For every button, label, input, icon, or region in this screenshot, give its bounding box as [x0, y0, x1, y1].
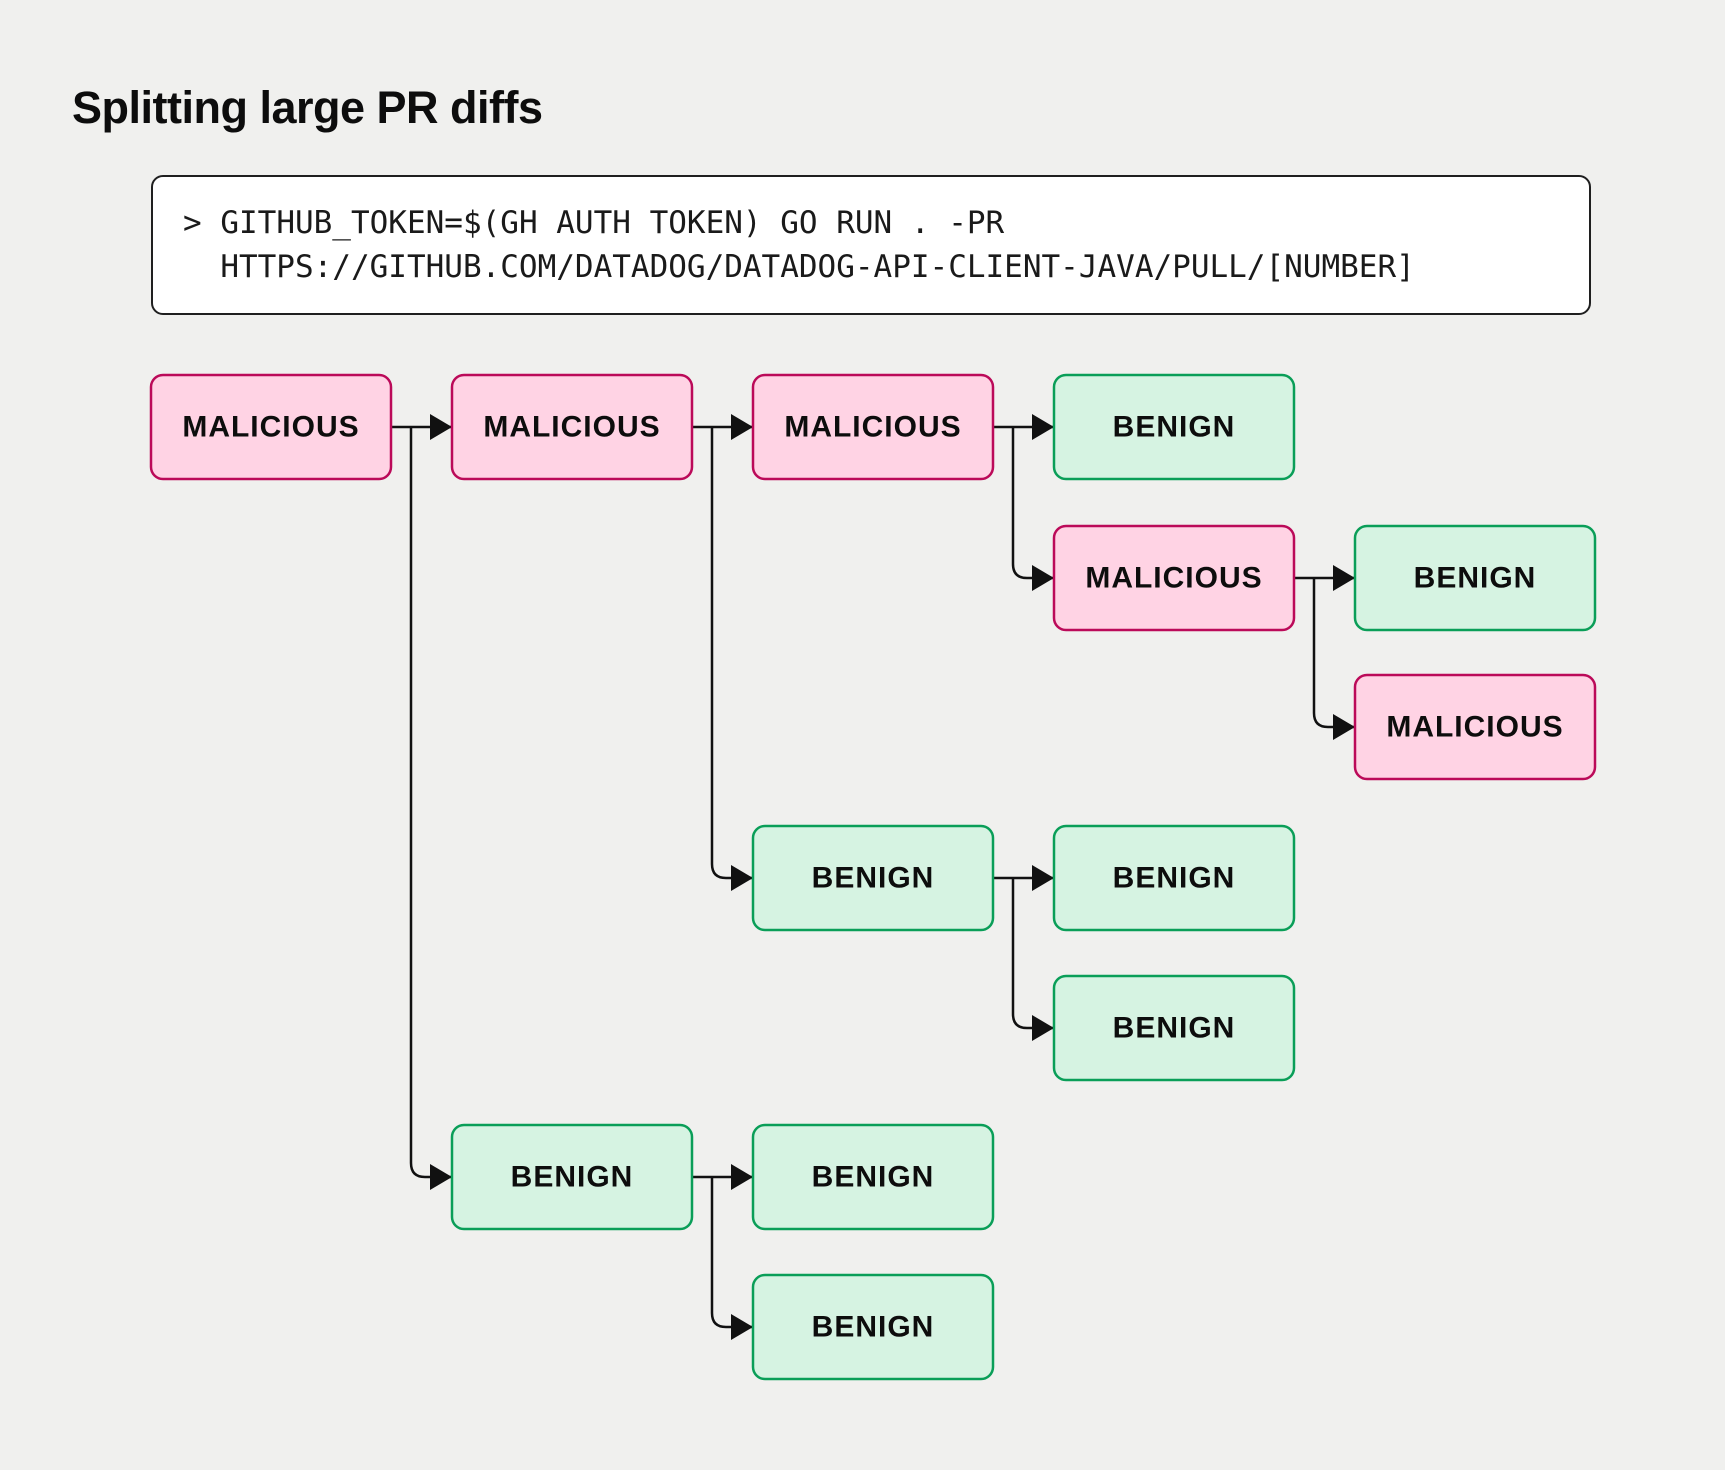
node-label: BENIGN: [812, 1311, 935, 1344]
page-title: Splitting large PR diffs: [72, 82, 543, 133]
node-box: [1353, 673, 1597, 781]
node-label: MALICIOUS: [182, 411, 359, 444]
edge-n3-n5: [1011, 427, 1054, 591]
command-line-1: > GITHUB_TOKEN=$(GH AUTH TOKEN) GO RUN .…: [183, 205, 1005, 241]
node-benign-13: BENIGN: [751, 1273, 995, 1381]
node-label: BENIGN: [1414, 562, 1537, 595]
edge-n8-n10: [1011, 878, 1054, 1041]
command-line-2: HTTPS://GITHUB.COM/DATADOG/DATADOG-API-C…: [220, 249, 1415, 285]
edge-n2-n8: [710, 427, 753, 891]
node-label: BENIGN: [1113, 862, 1236, 895]
node-label: BENIGN: [812, 1161, 935, 1194]
node-label: BENIGN: [812, 862, 935, 895]
node-benign-11: BENIGN: [450, 1123, 694, 1231]
command-box: > GITHUB_TOKEN=$(GH AUTH TOKEN) GO RUN .…: [151, 175, 1591, 315]
edge-n1-n11: [409, 427, 452, 1190]
node-benign-9: BENIGN: [1052, 824, 1296, 932]
node-label: BENIGN: [1113, 411, 1236, 444]
node-malicious-3: MALICIOUS: [751, 373, 995, 481]
node-box: [450, 373, 694, 481]
node-box: [1353, 524, 1597, 632]
node-label: MALICIOUS: [483, 411, 660, 444]
node-malicious-7: MALICIOUS: [1353, 673, 1597, 781]
node-box: [149, 373, 393, 481]
node-malicious-2: MALICIOUS: [450, 373, 694, 481]
node-malicious-5: MALICIOUS: [1052, 524, 1296, 632]
node-box: [751, 824, 995, 932]
node-benign-4: BENIGN: [1052, 373, 1296, 481]
node-box: [1052, 824, 1296, 932]
node-box: [1052, 974, 1296, 1082]
node-label: MALICIOUS: [1085, 562, 1262, 595]
edge-n5-n7: [1312, 578, 1355, 740]
node-benign-6: BENIGN: [1353, 524, 1597, 632]
node-benign-8: BENIGN: [751, 824, 995, 932]
node-label: BENIGN: [1113, 1012, 1236, 1045]
node-box: [751, 1123, 995, 1231]
node-box: [751, 373, 995, 481]
edge-n11-n13: [710, 1177, 753, 1340]
node-label: BENIGN: [511, 1161, 634, 1194]
node-box: [450, 1123, 694, 1231]
node-box: [751, 1273, 995, 1381]
node-benign-10: BENIGN: [1052, 974, 1296, 1082]
node-malicious-1: MALICIOUS: [149, 373, 393, 481]
node-label: MALICIOUS: [1386, 711, 1563, 744]
node-box: [1052, 373, 1296, 481]
node-label: MALICIOUS: [784, 411, 961, 444]
node-box: [1052, 524, 1296, 632]
node-benign-12: BENIGN: [751, 1123, 995, 1231]
